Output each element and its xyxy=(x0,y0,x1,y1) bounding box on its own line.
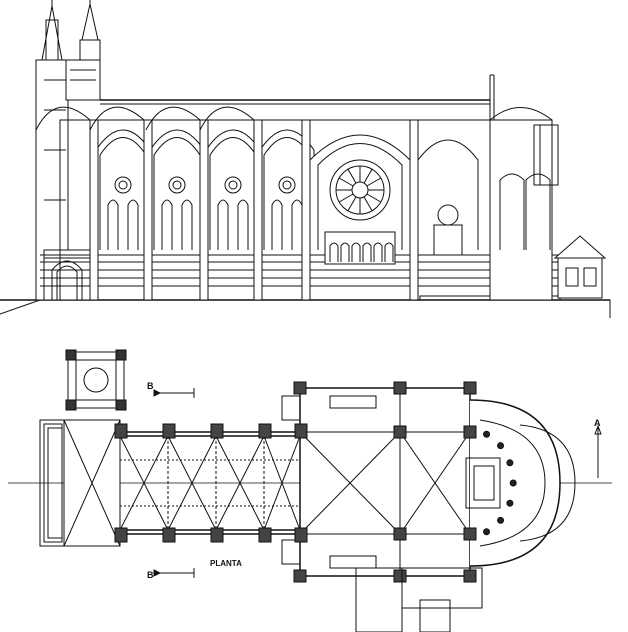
section-mark-a xyxy=(594,424,602,478)
nave-bay xyxy=(89,106,205,301)
section-mark-b-bottom xyxy=(153,568,195,578)
nave-body xyxy=(40,99,560,301)
floor-plan xyxy=(8,349,612,632)
west-tower xyxy=(35,0,101,301)
side-elevation xyxy=(0,0,611,318)
nave-bays xyxy=(35,106,479,301)
bell-tower-plan xyxy=(65,349,127,411)
section-mark-b-top xyxy=(153,388,195,398)
section-label-b-bottom: B xyxy=(147,570,154,580)
section-label-a: A xyxy=(594,418,601,428)
apse xyxy=(489,74,559,301)
section-label-b-top: B xyxy=(147,381,154,391)
sacristy-building xyxy=(553,235,607,299)
narthex xyxy=(63,419,121,547)
nave-vaults xyxy=(119,435,301,531)
sacristy-plan xyxy=(355,567,483,632)
transept-rose-window xyxy=(309,134,411,265)
nave-bay xyxy=(199,106,315,301)
plan-title: PLANTA xyxy=(210,559,242,568)
west-portal xyxy=(43,249,91,301)
piers xyxy=(114,381,477,583)
apse-plan xyxy=(465,399,576,567)
crossing xyxy=(281,387,471,577)
